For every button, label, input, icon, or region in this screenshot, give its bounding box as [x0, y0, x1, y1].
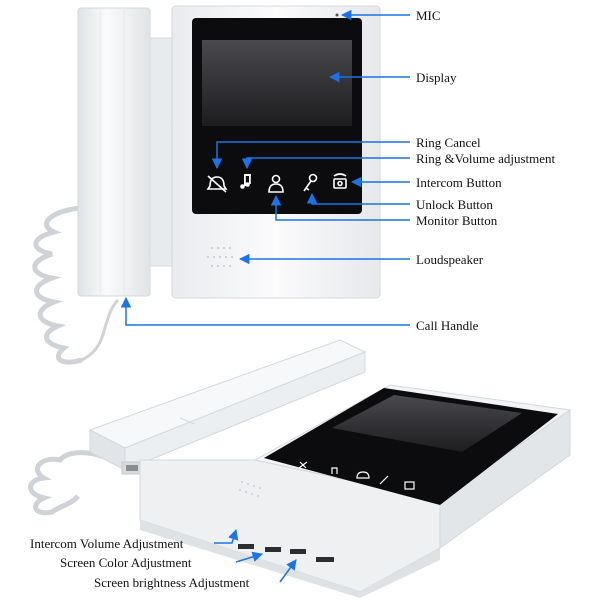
coil-cord-angled [28, 450, 132, 516]
angled-intercom-unit [28, 339, 572, 598]
handset [77, 7, 151, 297]
key-icon [303, 173, 318, 192]
display-label: Display [416, 70, 457, 85]
front-callouts [120, 9, 410, 326]
adjustment-slots [238, 544, 334, 562]
music-note-icon [240, 174, 251, 189]
loudspeaker-grille [207, 247, 233, 267]
call-handle-label: Call Handle [416, 318, 479, 333]
angled-body-right [439, 409, 571, 549]
unlock-button-label: Unlock Button [416, 197, 493, 212]
mic-label: MIC [416, 8, 441, 23]
bell-off-icon [206, 175, 228, 193]
screen-brightness-slot [290, 549, 306, 554]
extra-slot [316, 557, 334, 562]
intercom-volume-label: Intercom Volume Adjustment [30, 536, 184, 551]
ring-cancel-label: Ring Cancel [416, 135, 481, 150]
angled-icons [298, 461, 415, 490]
mic-hole [335, 13, 339, 17]
screen-brightness-arrow [279, 559, 297, 583]
front-intercom-unit [32, 5, 381, 365]
screen-color-arrow [235, 551, 264, 563]
monitor-button-label: Monitor Button [416, 213, 498, 228]
angled-callouts [214, 528, 297, 583]
monitor-arrow [270, 194, 410, 221]
screen-color-label: Screen Color Adjustment [60, 555, 192, 570]
intercom-volume-slot [238, 544, 254, 549]
intercom-volume-arrow [214, 528, 239, 544]
coil-cord [32, 205, 120, 365]
intercom-icon [333, 173, 347, 189]
angled-speaker-grille [239, 481, 261, 497]
ring-volume-label: Ring &Volume adjustment [416, 151, 556, 166]
ring-volume-arrow [241, 157, 410, 170]
angled-display [332, 395, 522, 452]
person-icon [268, 174, 284, 193]
intercom-button-label: Intercom Button [416, 175, 502, 190]
loudspeaker-label: Loudspeaker [416, 252, 484, 267]
screen-color-slot [265, 547, 281, 552]
call-handle-arrow [120, 296, 410, 326]
ring-cancel-arrow [211, 141, 410, 170]
unlock-arrow [306, 192, 410, 205]
display [202, 40, 352, 126]
screen-brightness-label: Screen brightness Adjustment [94, 575, 250, 590]
